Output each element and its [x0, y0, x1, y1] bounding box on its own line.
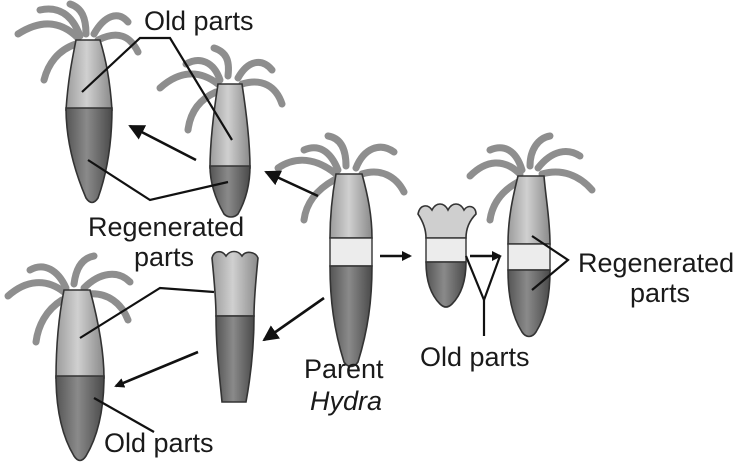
regenerated-part — [66, 108, 112, 203]
old-part — [210, 84, 250, 168]
parent-upper-part — [330, 174, 372, 238]
cut-band — [508, 244, 550, 270]
cut-band-upper — [330, 238, 372, 266]
hydra-regenerated-top-middle — [160, 48, 282, 217]
old-part — [56, 290, 104, 378]
parent-lower-part — [330, 266, 372, 367]
hydra-regenerated-top-left — [18, 4, 138, 203]
arrow-parent-to-top-middle — [266, 172, 318, 196]
fragment-lower — [426, 262, 466, 307]
label-old-parts-top: Old parts — [144, 6, 254, 36]
label-parent: Parent — [304, 354, 384, 384]
fragment-top-upper — [212, 252, 258, 317]
label-old-parts-bottom: Old parts — [104, 428, 214, 458]
hydra-regenerated-right — [470, 136, 592, 337]
label-regenerated-left-line2: parts — [134, 242, 194, 272]
hydra-lower-fragment — [212, 252, 258, 403]
leader-old-parts-right — [466, 256, 500, 300]
label-old-parts-right: Old parts — [420, 342, 530, 372]
label-regenerated-right-line2: parts — [630, 278, 690, 308]
arrow-parent-to-lower-fragment — [264, 298, 324, 340]
leader-old-parts-bottom-lower — [94, 398, 154, 432]
leader-regenerated-left — [88, 160, 228, 200]
arrow-to-bottom-left — [116, 352, 198, 386]
label-regenerated-right-line1: Regenerated — [578, 248, 734, 278]
fragment-bottom — [216, 316, 254, 402]
regenerated-part — [210, 166, 250, 217]
label-hydra: Hydra — [310, 386, 382, 416]
hydra-parent — [278, 136, 404, 367]
old-part — [66, 40, 112, 110]
label-regenerated-left-line1: Regenerated — [88, 212, 244, 242]
fragment-crown — [418, 204, 476, 238]
regenerated-part — [56, 376, 104, 461]
hydra-middle-fragment — [418, 204, 476, 307]
fragment-band — [426, 238, 466, 262]
